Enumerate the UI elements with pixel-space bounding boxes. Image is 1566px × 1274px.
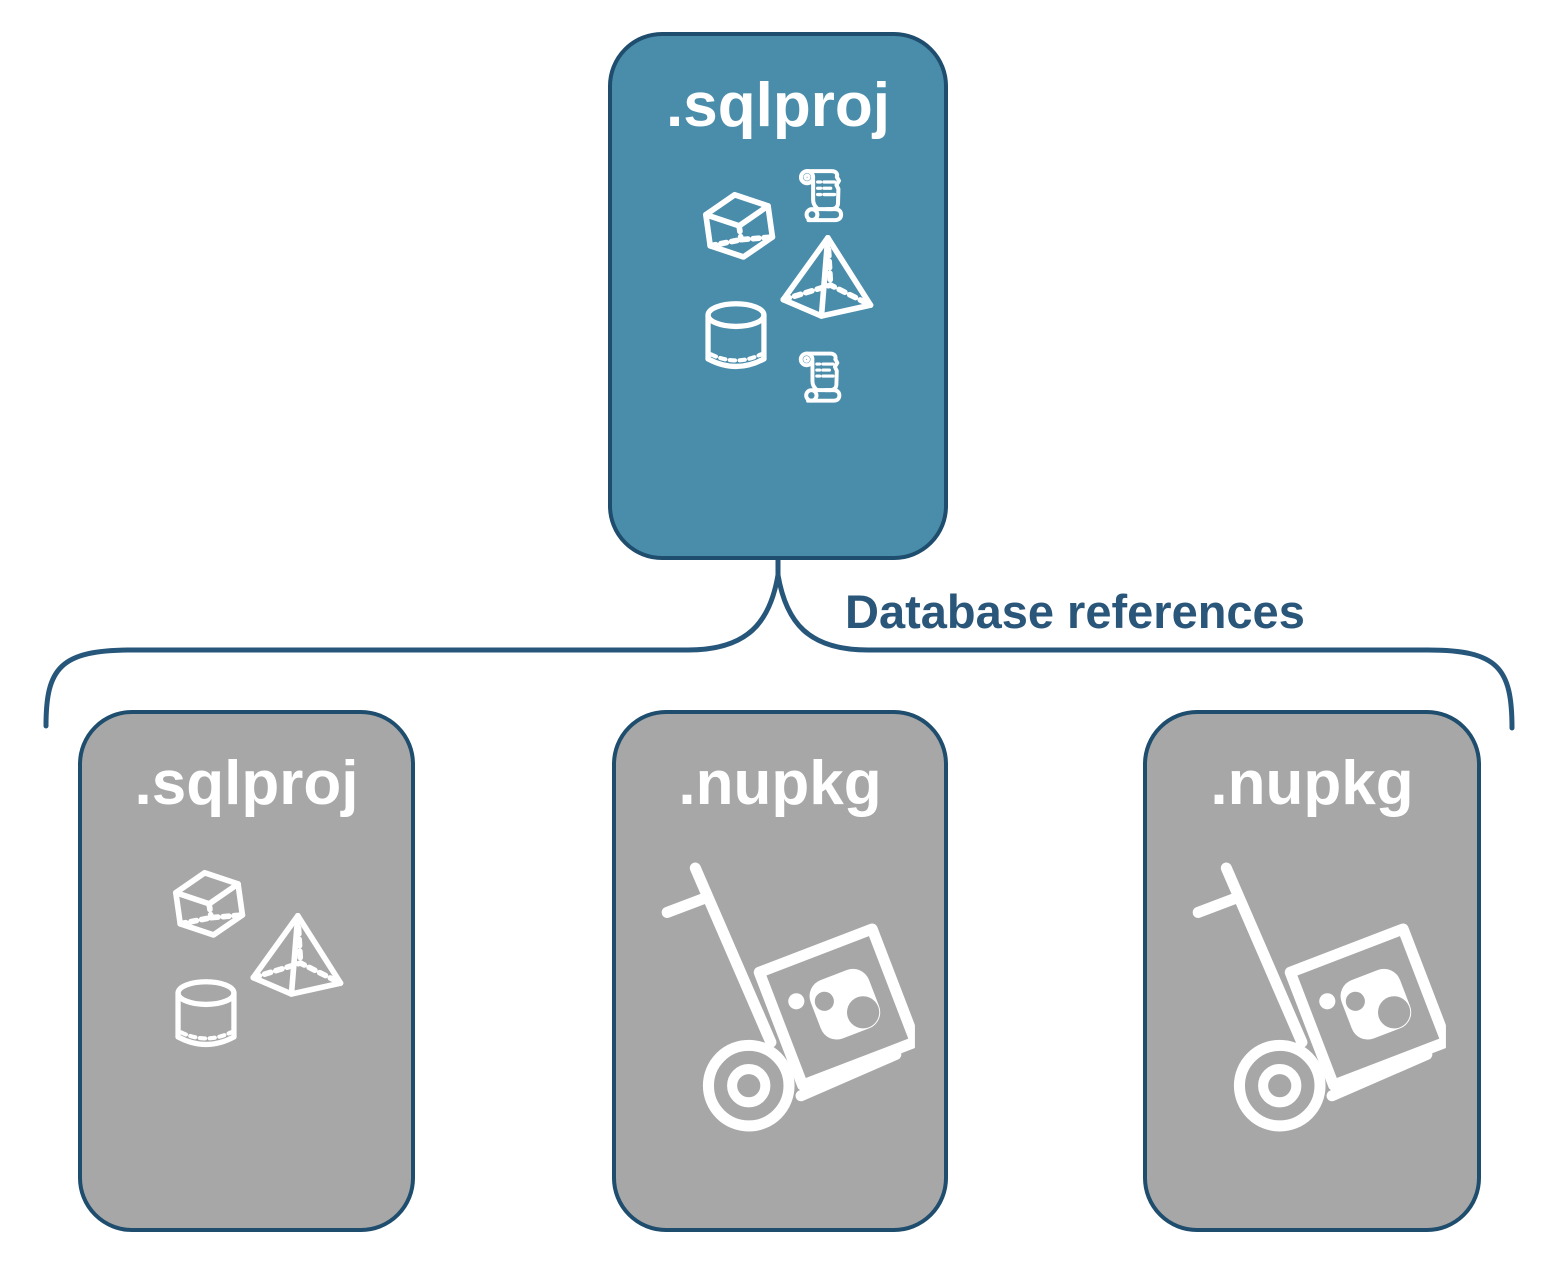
pyramid-icon	[776, 232, 876, 320]
child-node-nupkg-1: .nupkg	[612, 710, 948, 1232]
child-node-sqlproj: .sqlproj	[78, 710, 415, 1232]
package-dolly-icon	[657, 855, 915, 1133]
pyramid-icon	[246, 910, 346, 998]
child-node-title: .nupkg	[678, 749, 882, 818]
scroll-icon	[795, 348, 847, 407]
cylinder-icon	[702, 299, 770, 375]
package-dolly-icon	[1188, 855, 1446, 1133]
root-node-title: .sqlproj	[666, 71, 890, 140]
child-node-title: .sqlproj	[134, 749, 359, 818]
cube-icon	[695, 184, 783, 266]
root-node-sqlproj: .sqlproj	[608, 32, 948, 560]
child-node-nupkg-2: .nupkg	[1143, 710, 1481, 1232]
cube-icon	[165, 862, 253, 944]
cylinder-icon	[172, 977, 240, 1053]
child-node-title: .nupkg	[1210, 749, 1414, 818]
connector-label: Database references	[845, 585, 1305, 638]
scroll-icon	[795, 165, 849, 227]
